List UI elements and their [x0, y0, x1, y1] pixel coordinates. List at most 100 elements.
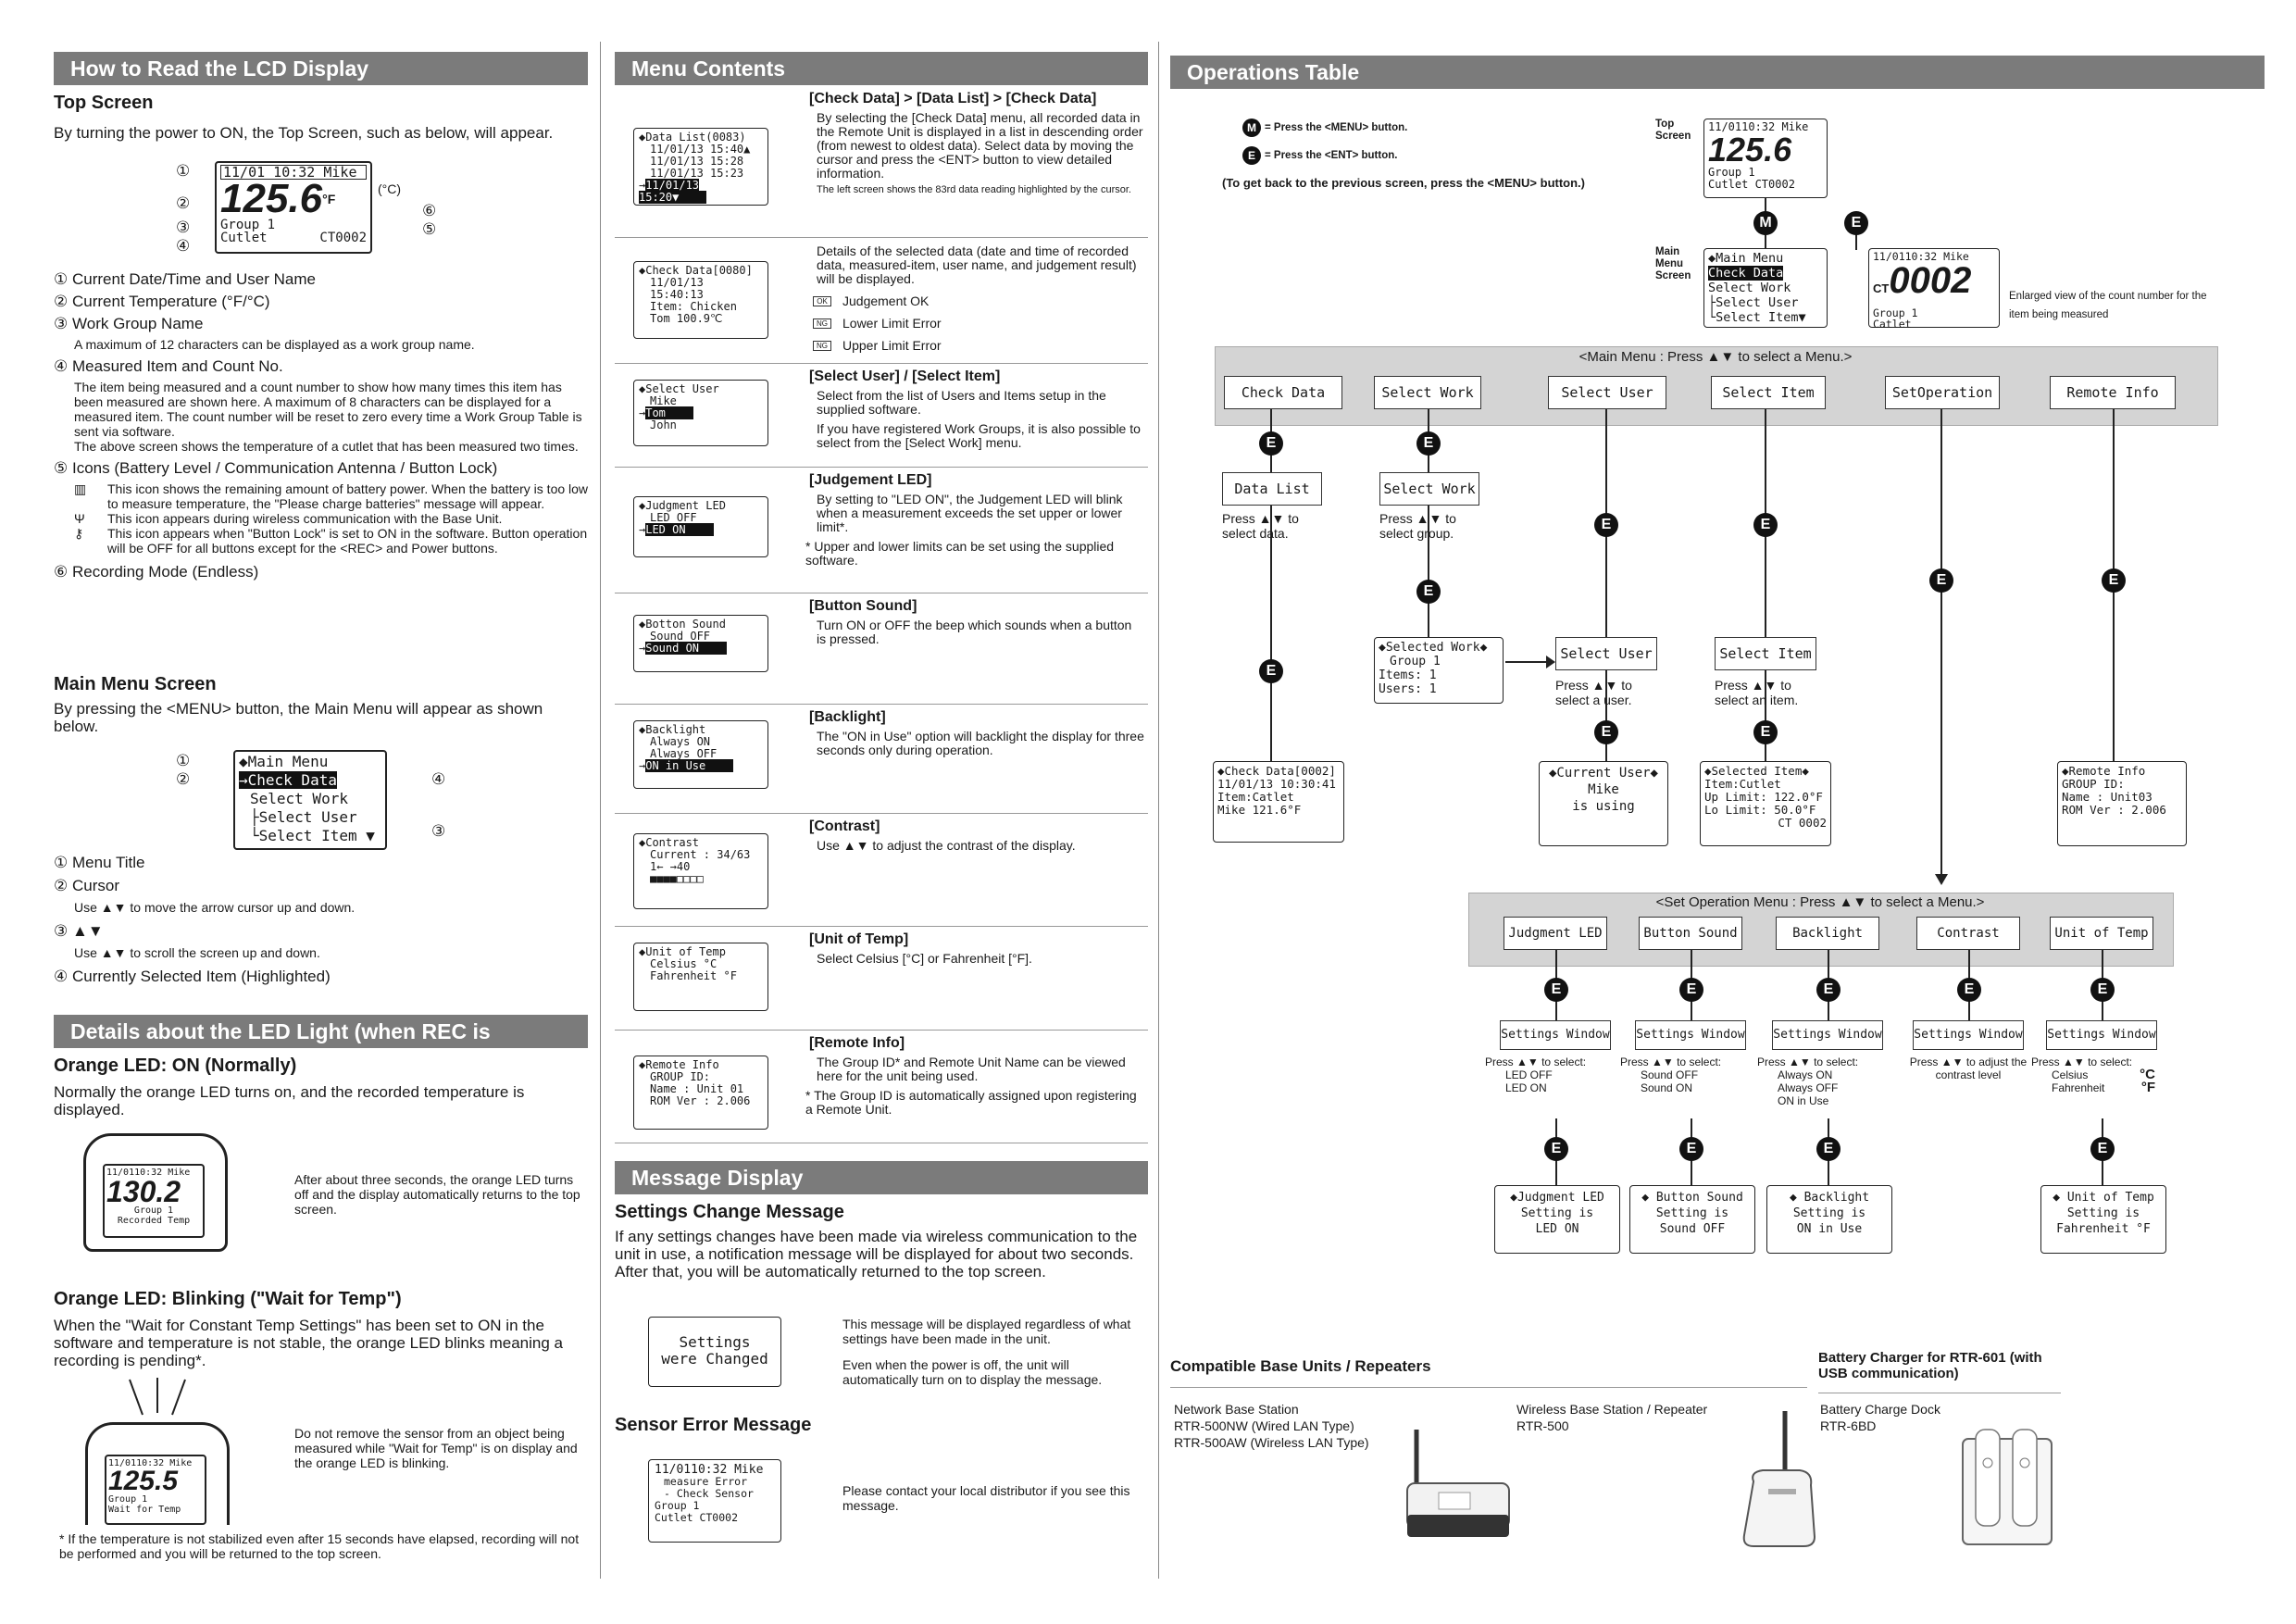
- mm-callout-4: ④: [431, 770, 446, 788]
- data-list-box[interactable]: Data List: [1222, 472, 1322, 506]
- section-header-menu: Menu Contents: [615, 52, 1148, 85]
- section-header-operations: Operations Table: [1170, 56, 2265, 89]
- flow-line: [1940, 409, 1942, 880]
- lcd-line: ◆Data List(0083): [639, 131, 746, 144]
- sensor-error-note: Please contact your local distributor if…: [842, 1483, 1130, 1513]
- main-menu-intro: By pressing the <MENU> button, the Main …: [54, 700, 543, 735]
- callout-1: ①: [176, 162, 191, 180]
- antenna-icon: Ψ: [74, 511, 85, 526]
- set-menu-unit-of-temp[interactable]: Unit of Temp: [2050, 917, 2153, 950]
- section-header-lcd: How to Read the LCD Display: [54, 52, 588, 85]
- settings-window-box[interactable]: Settings Window: [1913, 1020, 2024, 1050]
- judgement-label: Upper Limit Error: [842, 338, 942, 353]
- option-row: Sound ON: [1620, 1081, 1761, 1094]
- main-menu-select-work[interactable]: Select Work: [1374, 376, 1481, 409]
- main-menu-title: Main Menu Screen: [54, 674, 217, 694]
- settings-window-box[interactable]: Settings Window: [1635, 1020, 1746, 1050]
- set-menu-backlight[interactable]: Backlight: [1776, 917, 1879, 950]
- lcd-line: →Sound ON: [639, 642, 763, 655]
- lcd-highlight: Tom: [645, 406, 693, 419]
- e-node: E: [1679, 978, 1703, 1002]
- e-node: E: [1416, 580, 1441, 604]
- settings-window-box[interactable]: Settings Window: [1500, 1020, 1611, 1050]
- led-blink-foot: * If the temperature is not stabilized e…: [59, 1531, 580, 1561]
- set-menu-contrast[interactable]: Contrast: [1916, 917, 2020, 950]
- main-menu-select-item[interactable]: Select Item: [1711, 376, 1826, 409]
- settings-window-box[interactable]: Settings Window: [1772, 1020, 1883, 1050]
- item4-desc: The item being measured and a count numb…: [74, 380, 582, 439]
- menu-row-small: The left screen shows the 83rd data read…: [817, 184, 1131, 195]
- option-row: Sound OFF: [1620, 1068, 1761, 1081]
- desc2-text: The Group ID is automatically assigned u…: [805, 1088, 1137, 1117]
- menu-row-title: [Remote Info]: [809, 1035, 905, 1051]
- main-menu-select-user[interactable]: Select User: [1548, 376, 1666, 409]
- wireless-base-station-image: [1742, 1411, 1816, 1547]
- lcd-line: Always OFF: [650, 747, 718, 760]
- main-menu-check-data[interactable]: Check Data: [1224, 376, 1342, 409]
- use-label: Use: [817, 838, 840, 853]
- column-divider: [1158, 42, 1159, 1579]
- settings-change-desc: If any settings changes have been made v…: [615, 1228, 1138, 1280]
- row-divider: [615, 363, 1148, 364]
- main-band-label: <Main Menu : Press ▲▼ to select a Menu.>: [1578, 349, 1853, 365]
- lcd-line: ◆Unit of Temp: [639, 945, 726, 958]
- current-user-lcd: ◆Current User◆ Mike is using: [1539, 761, 1668, 846]
- select-item-box[interactable]: Select Item: [1715, 637, 1816, 670]
- callout-4: ④: [176, 237, 191, 255]
- result-line: Setting is: [1655, 1206, 1729, 1220]
- lcd-line: →11/01/13 15:20▼: [639, 179, 763, 204]
- lcd-line: →ON in Use: [639, 759, 763, 772]
- settings-window-box[interactable]: Settings Window: [2046, 1020, 2157, 1050]
- desc-text: to adjust the contrast of the display.: [872, 838, 1076, 853]
- lcd-line: Name : Unit 01: [650, 1082, 744, 1095]
- select-work-note: Press ▲▼ to select group.: [1379, 511, 1456, 541]
- charger-name: Battery Charge Dock: [1820, 1402, 1940, 1417]
- select-user-box[interactable]: Select User: [1555, 637, 1657, 670]
- charger-title: Battery Charger for RTR-601 (with USB co…: [1818, 1350, 2042, 1381]
- option-row: ON in Use: [1757, 1094, 1898, 1107]
- e-node: E: [1844, 211, 1868, 235]
- flow-line: [1605, 670, 1607, 761]
- menu-row-desc2: * Upper and lower limits can be set usin…: [805, 539, 1115, 568]
- main-menu-setoperation[interactable]: SetOperation: [1885, 376, 2000, 409]
- e-node: E: [1594, 513, 1618, 537]
- lcd-line: Current : 34/63: [650, 848, 751, 861]
- option-row: LED OFF: [1485, 1068, 1626, 1081]
- main-menu-remote-info[interactable]: Remote Info: [2050, 376, 2176, 409]
- battery-icon: ▥: [74, 481, 87, 496]
- lcd-line: 11/01/13 15:23: [650, 167, 744, 180]
- main-menu-label: Main Menu Screen: [1655, 246, 1691, 281]
- press-select: Press ▲▼ to select:: [2031, 1056, 2133, 1068]
- result-line: ◆ Unit of Temp: [2053, 1191, 2154, 1205]
- lcd-line: Fahrenheit °F: [650, 969, 737, 982]
- lcd-line: Celsius °C: [650, 957, 718, 970]
- judgement-icon: OK: [813, 295, 831, 306]
- menu-row-title: [Backlight]: [809, 709, 886, 725]
- flow-line: [1765, 670, 1766, 761]
- lcd-line: →Tom: [639, 406, 763, 419]
- menu-row-title: [Unit of Temp]: [809, 931, 909, 947]
- e-node: E: [1594, 720, 1618, 744]
- e-node: E: [1816, 978, 1841, 1002]
- flow-line: [1270, 506, 1272, 761]
- result-line: ◆ Backlight: [1789, 1191, 1870, 1205]
- select-work-box[interactable]: Select Work: [1379, 472, 1479, 506]
- main-menu-lcd: ◆Main Menu →Check Data Select Work ├Sele…: [233, 750, 387, 850]
- row-divider: [615, 237, 1148, 238]
- settings-change-lcd: Settings were Changed: [648, 1317, 781, 1387]
- compat-rule: [1170, 1387, 1807, 1388]
- set-menu-judgment-led[interactable]: Judgment LED: [1504, 917, 1607, 950]
- led-blink-lcd: 11/0110:32 Mike 125.5 Group 1 Wait for T…: [105, 1455, 206, 1525]
- lcd-line: 11/01/13 15:40▲: [650, 143, 751, 156]
- lcd-line: ROM Ver : 2.006: [650, 1094, 751, 1107]
- set-menu-button-sound[interactable]: Button Sound: [1639, 917, 1742, 950]
- menu-row-desc: Turn ON or OFF the beep which sounds whe…: [817, 618, 1132, 646]
